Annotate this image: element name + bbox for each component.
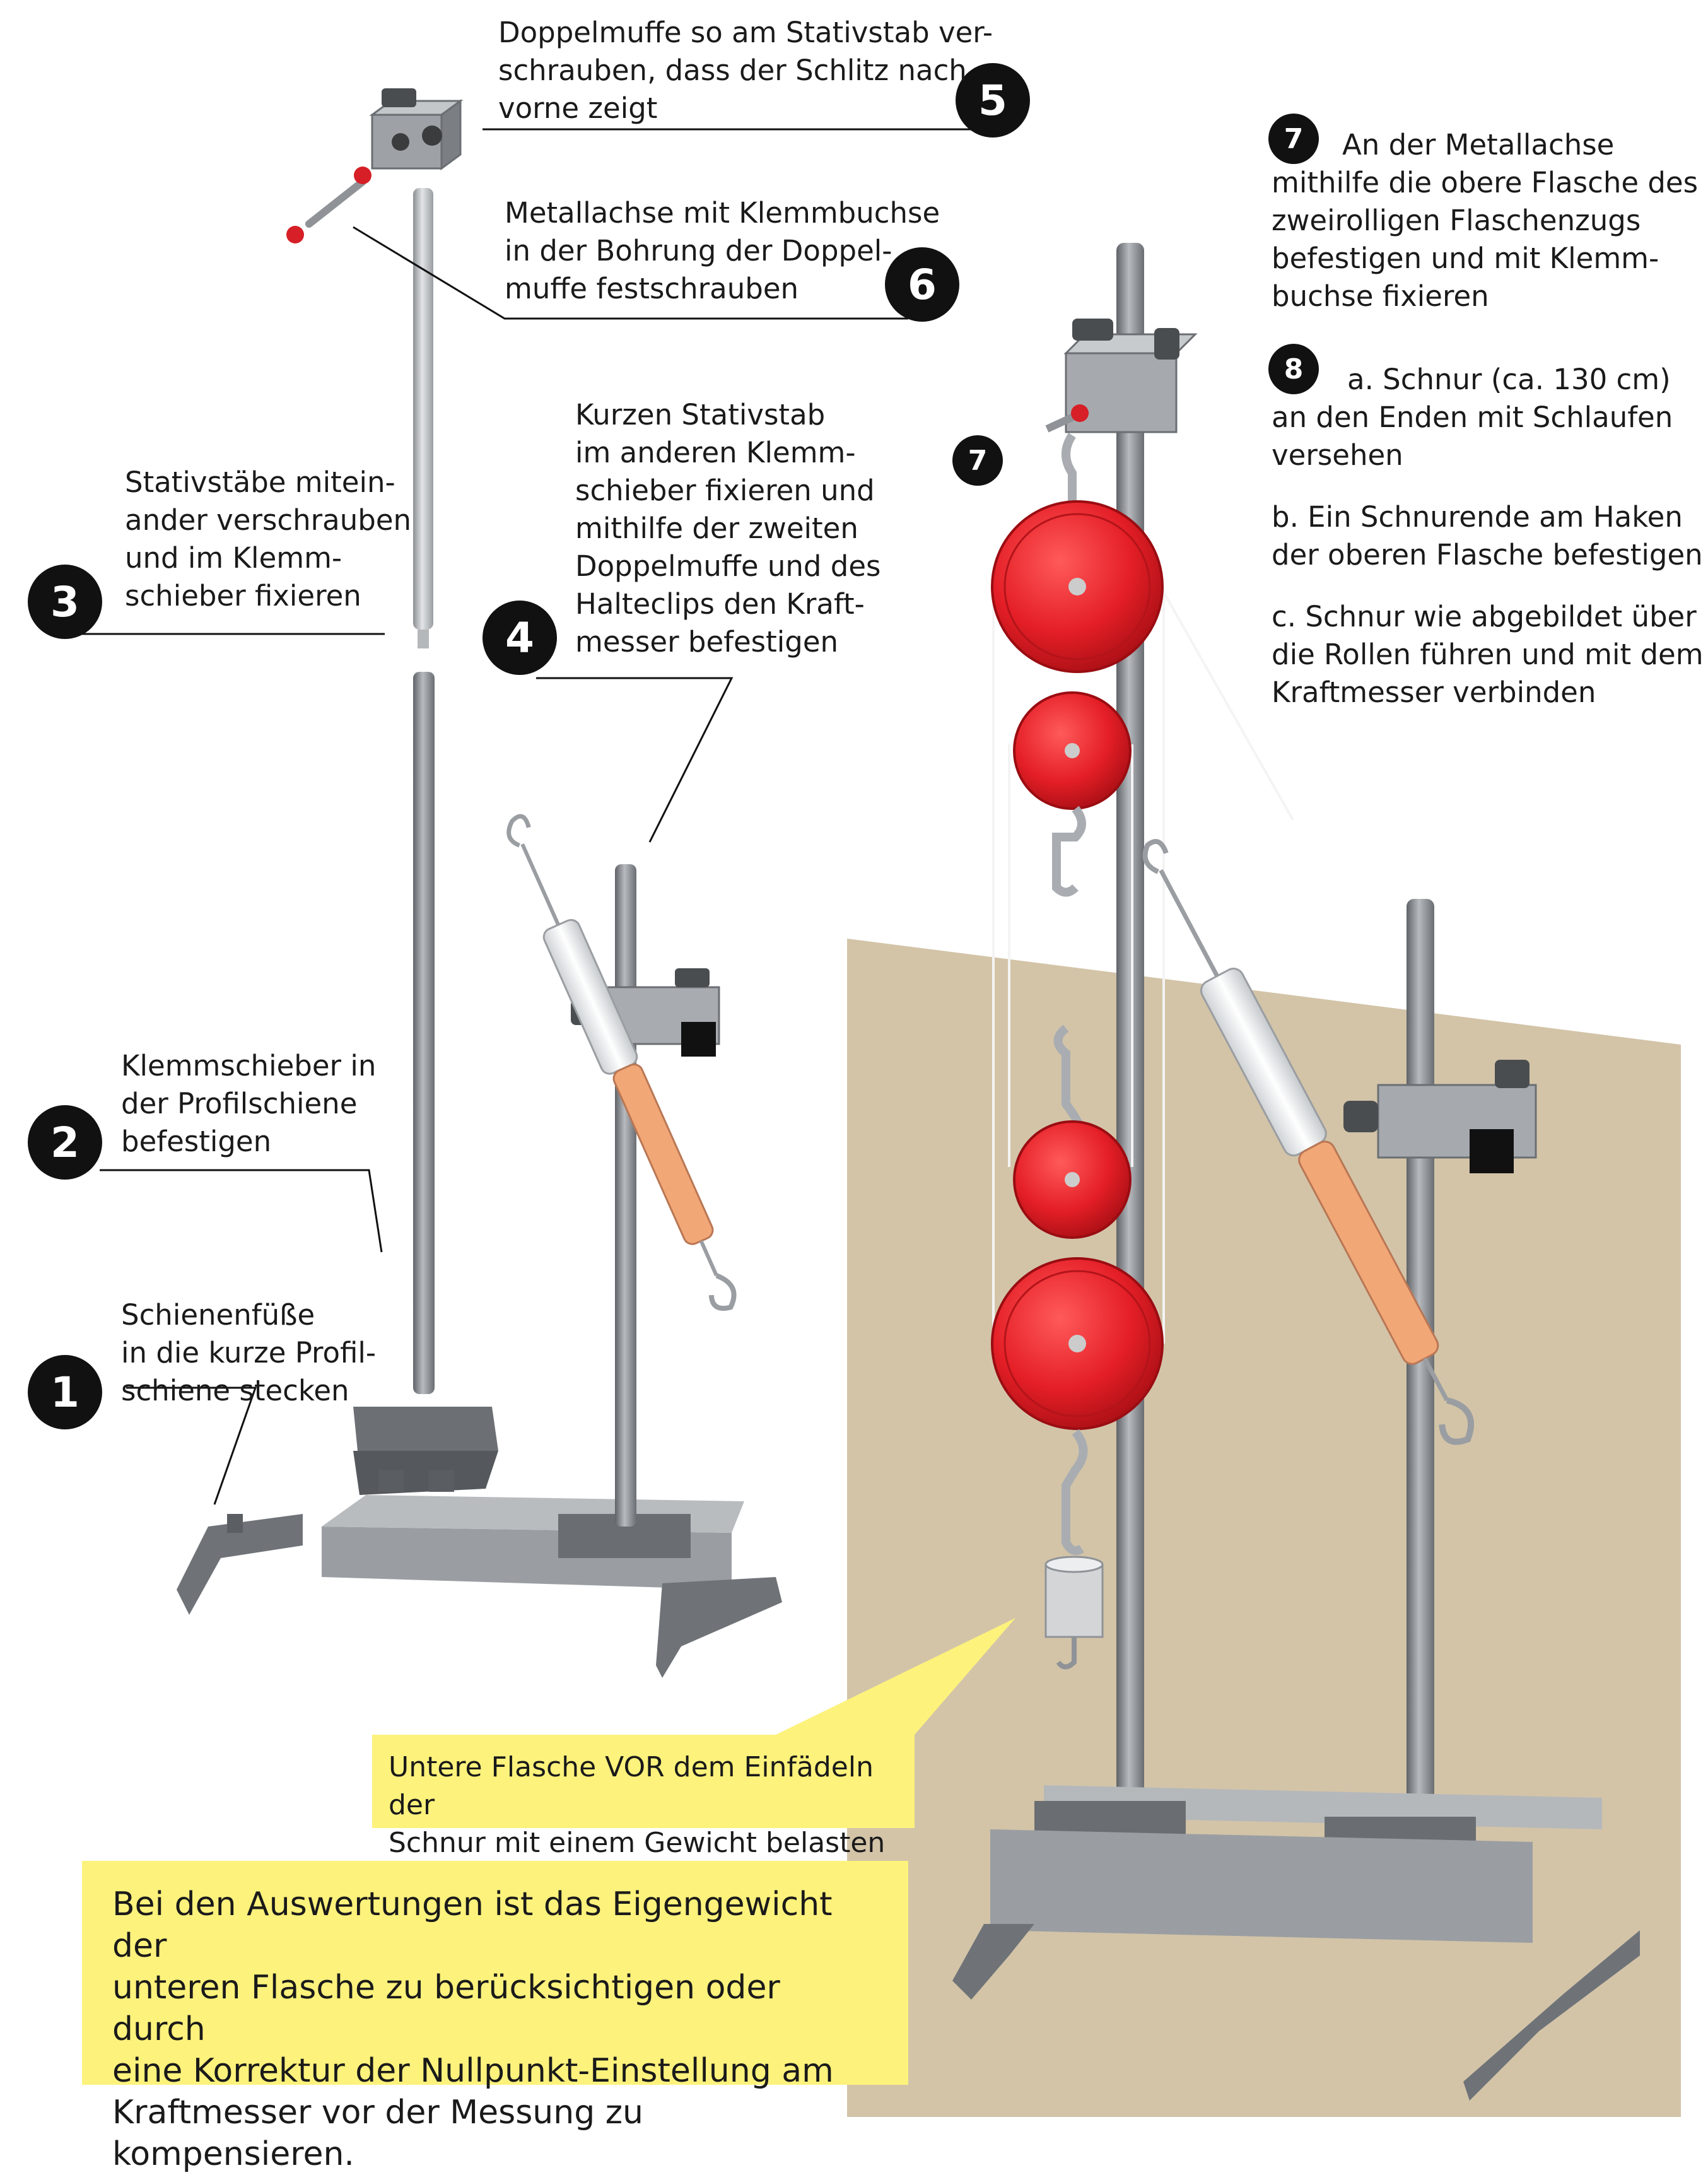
step-8c-line: die Rollen führen und mit dem <box>1272 638 1704 671</box>
step-7-text: An der Metallachse mithilfe die obere Fl… <box>1272 126 1698 315</box>
upper-pulley-small <box>1013 691 1132 810</box>
weight-cylinder <box>1044 1556 1104 1670</box>
step-4-line: schieber fixieren und <box>575 474 875 507</box>
upper-pulley-large <box>991 500 1164 673</box>
step-7-line: zweirolligen Flaschenzugs <box>1272 204 1641 237</box>
step-5-badge: 5 <box>956 63 1030 138</box>
step-7-line: mithilfe die obere Flasche des <box>1272 166 1699 199</box>
step-1-text: Schienenfüße in die kurze Profil- schien… <box>121 1296 376 1410</box>
step-7-badge: 7 <box>1268 114 1319 164</box>
lower-pulley-large <box>991 1257 1164 1430</box>
step-2-line: befestigen <box>121 1125 272 1158</box>
step-4-line: mithilfe der zweiten <box>575 512 858 545</box>
step-8a-line: an den Enden mit Schlaufen <box>1272 401 1673 434</box>
step-2-text: Klemmschieber in der Profilschiene befes… <box>121 1047 376 1161</box>
step-3-line: und im Klemm- <box>125 541 342 575</box>
step-5-text: Doppelmuffe so am Stativstab ver- schrau… <box>498 14 993 127</box>
step-6-text: Metallachse mit Klemmbuchse in der Bohru… <box>505 194 940 308</box>
step-3-line: ander verschrauben <box>125 503 412 537</box>
lower-pulley-small <box>1013 1120 1132 1239</box>
evaluation-note: Bei den Auswertungen ist das Eigengewich… <box>82 1861 908 2173</box>
step-2-line: der Profilschiene <box>121 1087 358 1120</box>
step-1-line: Schienenfüße <box>121 1298 315 1332</box>
step-8a-line: versehen <box>1272 438 1403 472</box>
double-clamp-exploded <box>369 88 464 170</box>
step-2-line: Klemmschieber in <box>121 1049 377 1082</box>
clamp-slider-exploded <box>353 1407 498 1495</box>
illustration <box>79 88 1681 2117</box>
step-4-line: Doppelmuffe und des <box>575 549 881 583</box>
step-6-badge: 6 <box>885 247 959 322</box>
step-8-badge: 8 <box>1268 344 1319 394</box>
wall-background <box>847 939 1681 2117</box>
step-4-line: Kurzen Stativstab <box>575 398 826 431</box>
double-clamp-right <box>1343 1060 1537 1173</box>
step-4-line: Halteclips den Kraft- <box>575 587 865 621</box>
step-6-line: Metallachse mit Klemmbuchse <box>505 196 940 230</box>
diagram-marker-7: 7 <box>952 435 1003 486</box>
leader-lines <box>79 128 971 1505</box>
step-5-line: schrauben, dass der Schlitz nach <box>498 54 967 87</box>
lower-rod-exploded <box>413 672 435 1394</box>
pulley-string <box>992 586 1294 1344</box>
weight-hook <box>1062 1429 1088 1556</box>
step-7-line: befestigen und mit Klemm- <box>1272 242 1659 275</box>
step-8-text: a. Schnur (ca. 130 cm) an den Enden mit … <box>1272 361 1704 712</box>
step-3-badge: 3 <box>28 565 102 639</box>
force-meter-left <box>506 814 737 1311</box>
step-4-line: messer befestigen <box>575 625 839 659</box>
note-line: Bei den Auswertungen ist das Eigengewich… <box>112 1885 833 1965</box>
step-3-text: Stativstäbe mitein- ander verschrauben u… <box>125 464 411 615</box>
step-1-badge: 1 <box>28 1355 102 1429</box>
step-4-text: Kurzen Stativstab im anderen Klemm- schi… <box>575 396 880 661</box>
upper-rod-exploded <box>413 188 433 630</box>
step-8c-line: c. Schnur wie abgebildet über <box>1272 600 1697 633</box>
middle-hook-upper <box>1052 806 1086 897</box>
metal-axle-exploded <box>286 167 371 243</box>
callout-line: Schnur mit einem Gewicht belasten <box>389 1827 886 1859</box>
step-7-line: buchse fixieren <box>1272 279 1489 313</box>
step-5-line: Doppelmuffe so am Stativstab ver- <box>498 16 993 49</box>
note-line: eine Korrektur der Nullpunkt-Einstellung… <box>112 2052 834 2090</box>
note-line: unteren Flasche zu berücksichtigen oder … <box>112 1969 780 2048</box>
step-1-line: in die kurze Profil- <box>121 1336 377 1369</box>
note-line: Kraftmesser vor der Messung zu kompensie… <box>112 2094 644 2173</box>
weight-callout: Untere Flasche VOR dem Einfädeln der Sch… <box>372 1735 915 1859</box>
double-clamp-top <box>1045 319 1198 433</box>
step-4-line: im anderen Klemm- <box>575 436 856 469</box>
step-8b-line: b. Ein Schnurende am Haken <box>1272 500 1683 534</box>
step-2-badge: 2 <box>28 1105 102 1180</box>
callout-line: Untere Flasche VOR dem Einfädeln der <box>389 1751 874 1821</box>
tall-rod <box>1116 243 1144 1839</box>
force-meter-right <box>1142 839 1475 1445</box>
step-5-line: vorne zeigt <box>498 91 658 125</box>
step-7-line: An der Metallachse <box>1342 128 1615 161</box>
assembly-instruction-diagram: 1 2 3 4 5 6 7 8 7 Schienenfüße in die ku… <box>28 14 1704 2173</box>
step-8b-line: der oberen Flasche befestigen <box>1272 538 1703 572</box>
short-rod-exploded <box>615 864 636 1527</box>
step-3-line: schieber fixieren <box>125 579 361 613</box>
upper-block-hook <box>1062 433 1077 524</box>
step-3-line: Stativstäbe mitein- <box>125 466 395 499</box>
spacer <box>1272 474 1704 498</box>
profile-rail <box>322 1495 782 1678</box>
rail-foot-exploded <box>177 1514 303 1615</box>
step-6-line: muffe festschrauben <box>505 272 799 305</box>
step-4-badge: 4 <box>483 601 557 675</box>
step-8a-line: a. Schnur (ca. 130 cm) <box>1347 363 1671 396</box>
step-1-line: schiene stecken <box>121 1374 349 1407</box>
step-6-line: in der Bohrung der Doppel- <box>505 234 892 267</box>
step-8c-line: Kraftmesser verbinden <box>1272 676 1596 709</box>
callout-pointer <box>776 1618 1015 1735</box>
right-base <box>952 1785 1640 2101</box>
spacer <box>1272 574 1704 598</box>
